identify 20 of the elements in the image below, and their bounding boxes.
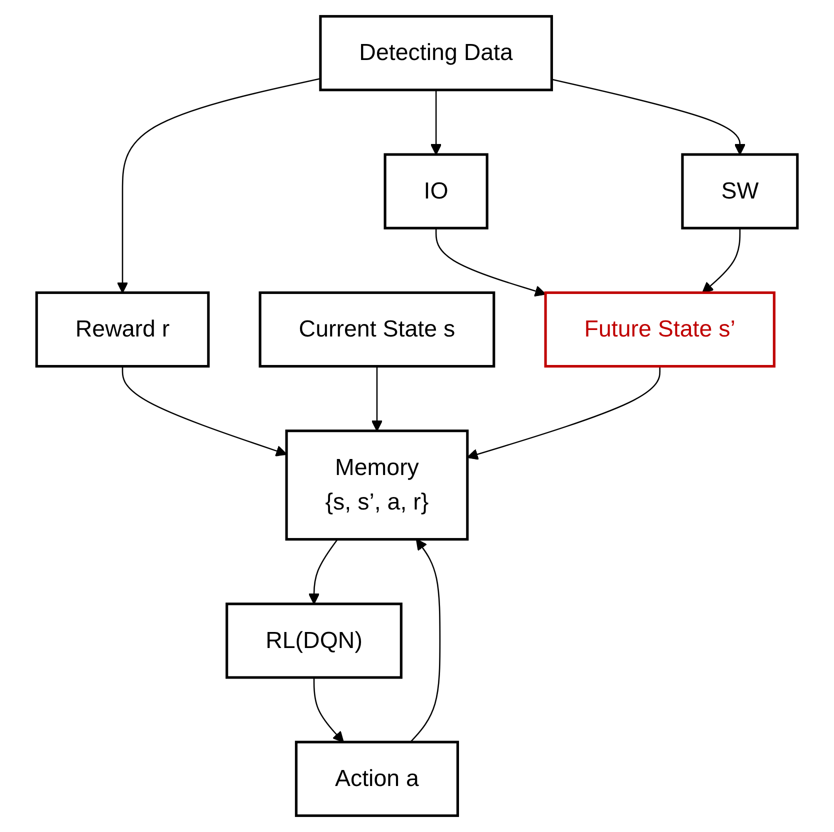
arrow [466,366,660,460]
arrow [410,538,441,742]
arrow [435,228,546,297]
node-box: RL(DQN) [226,602,402,679]
arrow [308,538,338,604]
node-box: SW [681,153,799,230]
node-box: Current State s [258,291,496,368]
arrow [552,78,746,156]
arrow [371,366,383,432]
node-box: Action a [294,740,459,817]
arrow [116,78,321,294]
node-box: IO [384,153,488,230]
arrow [313,678,344,743]
node-box: Reward r [35,291,210,368]
arrow [430,90,442,156]
node-box: Memory {s, s’, a, r} [285,430,469,541]
arrow [122,366,288,456]
arrow [702,228,741,294]
node-box: Detecting Data [319,15,553,92]
node-box: Future State s’ [544,291,776,368]
